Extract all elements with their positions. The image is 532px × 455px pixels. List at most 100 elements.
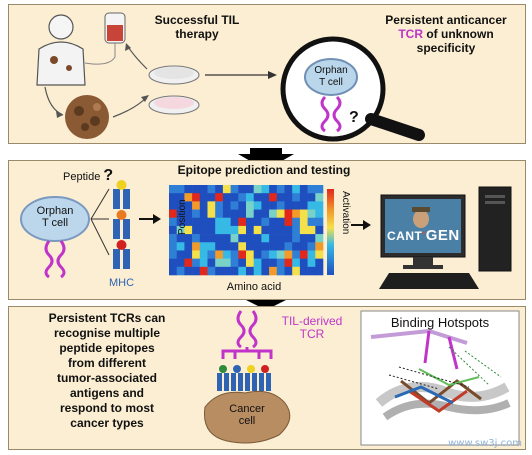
heatmap-cell bbox=[284, 242, 293, 251]
binding-hotspots-title: Binding Hotspots bbox=[390, 315, 490, 330]
heatmap-cell bbox=[238, 201, 247, 210]
heatmap-cell bbox=[261, 250, 270, 259]
patient-icon bbox=[36, 14, 86, 86]
heatmap-cell bbox=[299, 266, 308, 276]
heatmap-cell bbox=[184, 266, 193, 276]
heatmap-cell bbox=[176, 250, 185, 259]
persistent-line2-rest: of unknown bbox=[423, 27, 494, 41]
heatmap-cell bbox=[261, 266, 270, 276]
heatmap-cell bbox=[230, 185, 239, 194]
heatmap-cell bbox=[184, 250, 193, 259]
heatmap-cell bbox=[269, 209, 278, 219]
heatmap-cell bbox=[246, 250, 254, 259]
text-line: respond to most bbox=[59, 401, 154, 415]
heatmap-cell bbox=[269, 217, 278, 227]
heatmap-cell bbox=[230, 217, 239, 227]
peptide-label: Peptide bbox=[63, 171, 101, 183]
heatmap-cell bbox=[253, 217, 262, 227]
heatmap-cell bbox=[222, 193, 231, 202]
persistent-line3: specificity bbox=[416, 41, 476, 55]
cancer-cell-label: Cancer cell bbox=[217, 403, 277, 427]
heatmap-cell bbox=[176, 225, 185, 235]
persistent-line2: TCR of unknown bbox=[371, 27, 521, 41]
heatmap-cell bbox=[253, 185, 262, 194]
heatmap-cell bbox=[246, 201, 254, 210]
text-line: Persistent TCRs can bbox=[48, 311, 166, 325]
petri-dish-icon bbox=[148, 65, 200, 115]
heatmap-cell bbox=[169, 258, 177, 268]
panel-binding: Persistent TCRs can recognise multiple p… bbox=[8, 306, 526, 450]
heatmap-cell bbox=[315, 258, 324, 268]
heatmap-cell bbox=[222, 266, 231, 276]
heatmap-cell bbox=[261, 242, 270, 251]
heatmap-cell bbox=[292, 201, 301, 210]
panel1-graphics bbox=[36, 12, 425, 142]
heatmap-cell bbox=[307, 242, 316, 251]
heatmap-cell bbox=[230, 242, 239, 251]
heatmap-cell bbox=[199, 250, 208, 259]
heatmap-cell bbox=[192, 201, 201, 210]
heatmap-xlabel: Amino acid bbox=[226, 281, 282, 293]
heatmap-cell bbox=[261, 217, 270, 227]
heatmap-cell bbox=[176, 209, 185, 219]
heatmap-cell bbox=[292, 266, 301, 276]
heatmap-cell bbox=[199, 193, 208, 202]
heatmap-cell bbox=[176, 266, 185, 276]
heatmap-cell bbox=[299, 242, 308, 251]
heatmap-cell bbox=[176, 217, 185, 227]
heatmap-cell bbox=[207, 266, 216, 276]
heatmap-cell bbox=[199, 266, 208, 276]
heatmap-cell bbox=[184, 242, 193, 251]
heatmap-cell bbox=[199, 217, 208, 227]
heatmap-cell bbox=[307, 258, 316, 268]
heatmap-cell bbox=[176, 201, 185, 210]
heatmap-cell bbox=[192, 250, 201, 259]
heatmap-cell bbox=[230, 266, 239, 276]
heatmap-cell bbox=[215, 250, 224, 259]
heatmap-cell bbox=[207, 193, 216, 202]
question-mark-2: ? bbox=[103, 167, 114, 184]
til-line1: TIL-derived bbox=[281, 314, 343, 328]
heatmap-cell bbox=[276, 266, 285, 276]
heatmap-cell bbox=[253, 242, 262, 251]
til-therapy-line1: Successful TIL bbox=[154, 13, 240, 27]
heatmap-cell bbox=[184, 234, 193, 243]
heatmap-cell bbox=[184, 193, 193, 202]
panel2-graphics bbox=[20, 180, 512, 289]
heatmap-cell bbox=[315, 266, 324, 276]
heatmap-cell bbox=[184, 258, 193, 268]
heatmap-cell bbox=[169, 209, 177, 219]
heatmap-cell bbox=[261, 225, 270, 235]
heatmap-cell bbox=[207, 201, 216, 210]
mhc-label: MHC bbox=[109, 277, 135, 289]
heatmap-cell bbox=[169, 266, 177, 276]
heatmap-cell bbox=[299, 250, 308, 259]
heatmap-cell bbox=[230, 258, 239, 268]
heatmap-cell bbox=[276, 185, 285, 194]
heatmap-cell bbox=[276, 250, 285, 259]
orphan2-line1: Orphan bbox=[36, 205, 74, 217]
heatmap-cell bbox=[261, 258, 270, 268]
heatmap-cell bbox=[169, 217, 177, 227]
heatmap-cell bbox=[199, 201, 208, 210]
text-line: recognise multiple bbox=[53, 326, 161, 340]
heatmap-cell bbox=[307, 225, 316, 235]
heatmap-cell bbox=[292, 242, 301, 251]
heatmap-cell bbox=[276, 217, 285, 227]
heatmap-cell bbox=[246, 217, 254, 227]
cantigen-logo: CANT'GEN bbox=[387, 227, 460, 244]
heatmap-cell bbox=[292, 193, 301, 202]
orphan-line1: Orphan bbox=[314, 65, 348, 76]
panel-til-therapy: Successful TIL therapy Persistent antica… bbox=[8, 4, 526, 144]
heatmap-cell bbox=[169, 225, 177, 235]
heatmap-cell bbox=[246, 258, 254, 268]
heatmap-cell bbox=[307, 201, 316, 210]
text-line: from different bbox=[68, 356, 146, 370]
heatmap-cell bbox=[276, 193, 285, 202]
heatmap-cell bbox=[222, 217, 231, 227]
computer-icon bbox=[379, 186, 512, 289]
heatmap-cell bbox=[230, 201, 239, 210]
text-line: antigens and bbox=[69, 386, 144, 400]
heatmap-cell bbox=[253, 225, 262, 235]
watermark: www.sw3j.com bbox=[448, 438, 522, 449]
